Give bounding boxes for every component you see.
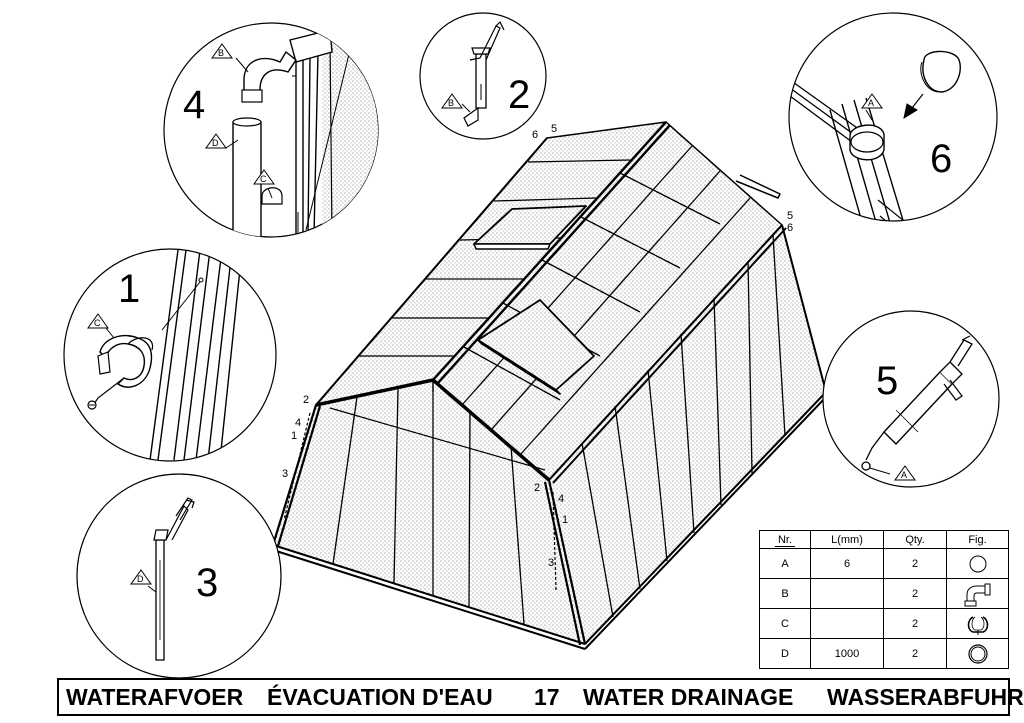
mark-tr-6: 6	[787, 222, 793, 234]
part-nr: D	[759, 638, 811, 669]
detail-step-1: C 1	[63, 248, 277, 462]
table-row: C 2	[759, 608, 1009, 639]
title-french: ÉVACUATION D'EAU	[267, 683, 493, 710]
callout-b-triangle-4	[211, 43, 233, 59]
step-2-number: 2	[508, 73, 530, 117]
mark-m-3: 3	[548, 557, 554, 569]
callout-a-triangle-6	[861, 93, 883, 109]
step-3-number: 3	[196, 561, 218, 605]
title-dutch: WATERAFVOER	[66, 683, 244, 710]
table-row: B 2	[759, 578, 1009, 609]
pipe-clip-icon	[967, 615, 988, 635]
mark-top-6: 6	[532, 129, 538, 141]
callout-a-triangle-5	[894, 465, 916, 481]
mark-m-4: 4	[558, 493, 564, 505]
callout-c-triangle-1	[87, 313, 109, 329]
detail-step-4: B D C 4	[163, 22, 379, 238]
part-qty: 2	[883, 548, 947, 579]
title-german: WASSERABFUHR	[827, 683, 1024, 710]
greenhouse	[271, 121, 827, 650]
part-nr: C	[759, 608, 811, 639]
table-row: A 6 2	[759, 548, 1009, 579]
mark-l-4: 4	[295, 417, 301, 429]
part-fig	[946, 608, 1009, 639]
step-4-number: 4	[183, 83, 205, 127]
elbow-pipe-icon	[964, 583, 990, 606]
part-qty: 2	[883, 608, 947, 639]
title-bar: WATERAFVOER ÉVACUATION D'EAU 17 WATER DR…	[57, 678, 1024, 716]
callout-d-triangle-3	[130, 569, 152, 585]
page-number: 17	[534, 683, 560, 710]
parts-table-header: Nr. L(mm) Qty. Fig.	[759, 530, 1009, 549]
callout-c-triangle-4	[253, 169, 275, 185]
step-1-number: 1	[118, 267, 140, 311]
detail-step-5: A 5	[822, 310, 1000, 488]
circle-icon	[969, 555, 986, 572]
part-length: 6	[810, 548, 884, 579]
part-fig	[946, 578, 1009, 609]
detail-step-6: A 6	[788, 12, 998, 222]
part-qty: 2	[883, 578, 947, 609]
callout-c-1: C	[94, 318, 101, 328]
col-nr: Nr.	[759, 530, 811, 549]
step-5-number: 5	[876, 359, 898, 403]
step-6-number: 6	[930, 137, 952, 181]
col-qty: Qty.	[883, 530, 947, 549]
part-fig	[946, 548, 1009, 579]
mark-m-1: 1	[562, 514, 568, 526]
callout-d-3: D	[137, 574, 144, 584]
callout-b-4: B	[218, 48, 224, 58]
title-english: WATER DRAINAGE	[583, 683, 794, 710]
col-length: L(mm)	[810, 530, 884, 549]
callout-b-2: B	[448, 98, 454, 108]
mark-l-2: 2	[303, 394, 309, 406]
callout-a-6: A	[868, 98, 874, 108]
part-nr: B	[759, 578, 811, 609]
part-length	[810, 608, 884, 639]
mark-l-1: 1	[291, 430, 297, 442]
nr-header-text: Nr.	[774, 533, 796, 547]
callout-d-4: D	[212, 138, 219, 148]
mark-l-3: 3	[282, 468, 288, 480]
callout-b-triangle-2	[441, 93, 463, 109]
callout-c-4: C	[260, 174, 267, 184]
mark-top-5: 5	[551, 123, 557, 135]
table-row: D 1000 2	[759, 638, 1009, 669]
callout-a-5: A	[901, 470, 907, 480]
col-fig: Fig.	[946, 530, 1009, 549]
greenhouse-position-marks: 6 5 5 6 2 4 1 3 2 4 1 3	[282, 123, 793, 569]
mark-tr-5: 5	[787, 210, 793, 222]
part-fig	[946, 638, 1009, 669]
parts-table: Nr. L(mm) Qty. Fig. A 6 2 B 2 C 2	[759, 530, 1009, 669]
pipe-ring-icon	[967, 643, 988, 664]
part-qty: 2	[883, 638, 947, 669]
callout-d-triangle-4	[205, 133, 227, 149]
part-length	[810, 578, 884, 609]
part-nr: A	[759, 548, 811, 579]
detail-step-3: D 3	[76, 473, 282, 679]
part-length: 1000	[810, 638, 884, 669]
mark-m-2: 2	[534, 482, 540, 494]
detail-step-2: B 2	[419, 12, 547, 140]
